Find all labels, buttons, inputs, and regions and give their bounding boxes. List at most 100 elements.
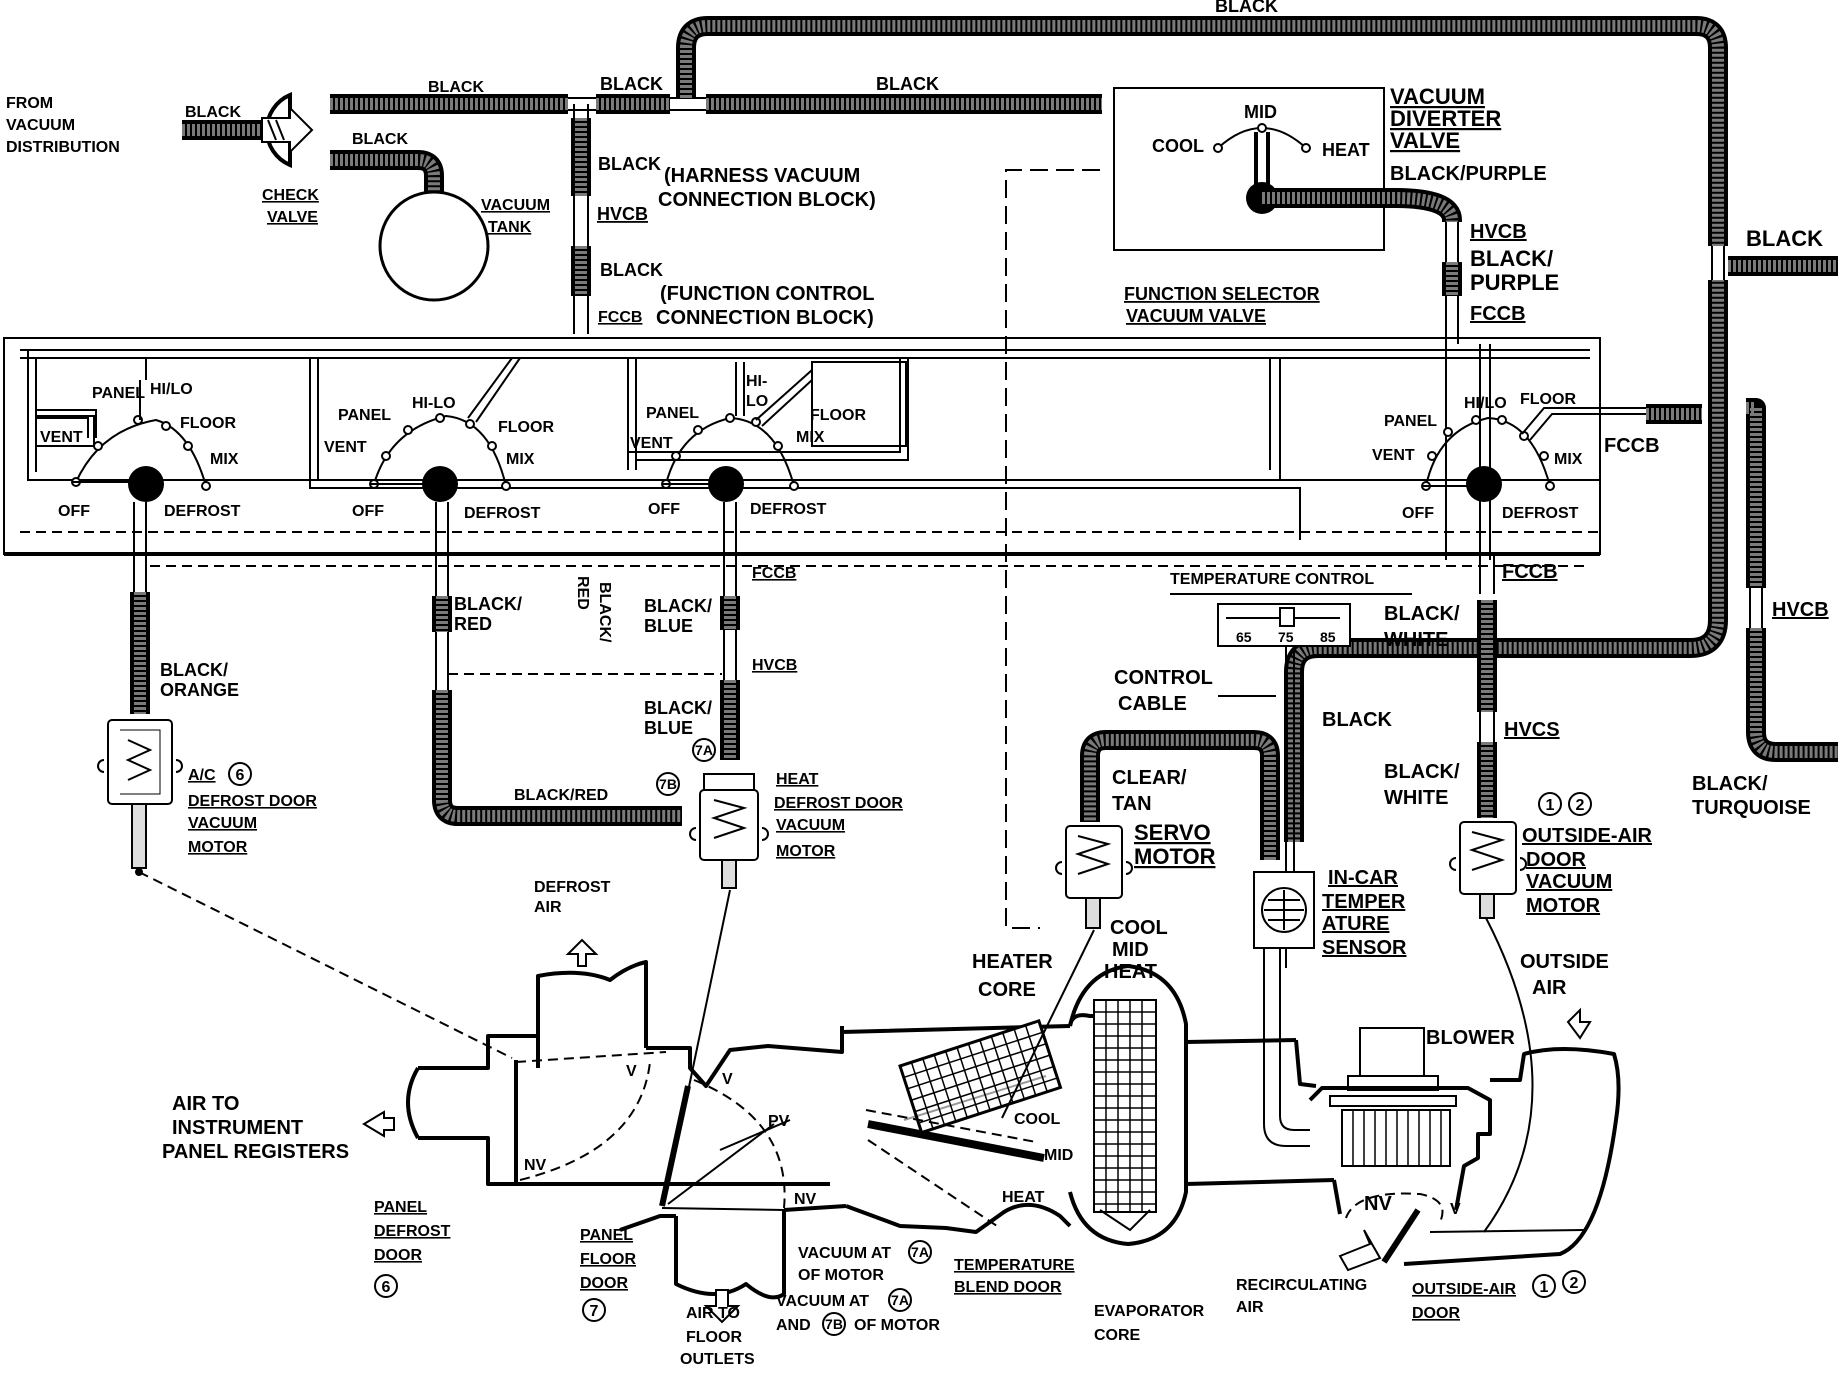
- sensor-tube-1: [1263, 948, 1310, 1147]
- door-nv-2: NV: [794, 1191, 817, 1208]
- sw1-vent: VENT: [40, 429, 83, 446]
- oa-door-num-2: 2: [1570, 1275, 1579, 1292]
- vac-7b-circle-b: [822, 1312, 846, 1336]
- hose-label-black-white-1: BLACK/: [1384, 603, 1460, 625]
- blower-label: BLOWER: [1426, 1027, 1515, 1049]
- distribution-label: DISTRIBUTION: [6, 139, 120, 156]
- door-v-2: V: [722, 1071, 733, 1088]
- oa-motor-num-circle-2: [1568, 792, 1592, 816]
- hose-label-black-red-h: BLACK/RED: [514, 787, 608, 804]
- port-7a: 7A: [695, 742, 713, 758]
- heat-motor-label-1: HEAT: [776, 771, 819, 788]
- door-v-1: V: [626, 1063, 637, 1080]
- selector-switch-3: [661, 361, 907, 502]
- sw3-mix: MIX: [796, 429, 825, 446]
- vac-7a-num: 7A: [911, 1244, 929, 1260]
- blend-door-2: BLEND DOOR: [954, 1279, 1062, 1296]
- blend-heat: HEAT: [1002, 1189, 1045, 1206]
- sw2-panel: PANEL: [338, 407, 391, 424]
- sw2-hilo: HI-LO: [412, 395, 456, 412]
- air-to-ip-1: AIR TO: [172, 1093, 239, 1115]
- selector-switch-4: [1421, 404, 1702, 502]
- ac-motor-label-1: A/C: [188, 767, 216, 784]
- sw4-hilo: HI/LO: [1464, 395, 1507, 412]
- oa-motor-label-3: VACUUM: [1526, 871, 1612, 893]
- recirc-2: AIR: [1236, 1299, 1264, 1316]
- hose-black-loop: [676, 16, 1728, 842]
- hose-label-black-1: BLACK: [428, 79, 484, 96]
- hose-label-black-purple-1: BLACK/: [1470, 246, 1553, 271]
- hose-black-top: [330, 94, 1102, 114]
- check-valve-label: CHECK: [262, 187, 319, 204]
- panel-defrost-1: PANEL: [374, 1199, 427, 1216]
- sw2-off: OFF: [352, 503, 384, 520]
- sw4-panel: PANEL: [1384, 413, 1437, 430]
- heater-core-2: CORE: [978, 979, 1036, 1001]
- panel-defrost-3: DOOR: [374, 1247, 422, 1264]
- sw2-mix: MIX: [506, 451, 535, 468]
- diverter-mid: MID: [1244, 102, 1277, 122]
- hose-label-black-source: BLACK: [185, 104, 241, 121]
- sensor-label-2: TEMPER: [1322, 891, 1406, 913]
- hose-label-black-temp: BLACK: [1322, 709, 1393, 731]
- oa-motor-label-4: MOTOR: [1526, 895, 1601, 917]
- ac-motor-num-circle: [228, 762, 252, 786]
- hose-label-clear-tan-1: CLEAR/: [1112, 767, 1187, 789]
- sensor-tube-2: [1279, 948, 1310, 1131]
- air-floor-1: AIR TO: [686, 1305, 740, 1322]
- sw1-defrost: DEFROST: [164, 503, 241, 520]
- panel-defrost-2: DEFROST: [374, 1223, 451, 1240]
- diverter-valve-box: [1113, 87, 1385, 251]
- diverter-label-3: VALVE: [1390, 128, 1460, 153]
- oa-motor-label-1: OUTSIDE-AIR: [1522, 825, 1653, 847]
- hose-label-black-loop: BLACK: [1215, 0, 1278, 16]
- oa-motor-num-1: 1: [1546, 797, 1555, 814]
- heater-core-1: HEATER: [972, 951, 1053, 973]
- hvcb-label-blue: HVCB: [752, 657, 797, 674]
- servo-label-2: MOTOR: [1134, 844, 1216, 869]
- panel-floor-num-circle: [582, 1298, 606, 1322]
- vac-7b-num-a: 7A: [891, 1292, 909, 1308]
- hose-label-black-blue-2: BLUE: [644, 616, 693, 636]
- oa-door-num-circle-2: [1562, 1270, 1586, 1294]
- sw4-floor: FLOOR: [1520, 391, 1576, 408]
- sw4-off: OFF: [1402, 505, 1434, 522]
- evap-core-2: CORE: [1094, 1327, 1141, 1344]
- hose-to-tank: [330, 150, 444, 192]
- defrost-air-2: AIR: [534, 899, 562, 916]
- blower-fins: [1352, 1110, 1442, 1166]
- vacuum-label: VACUUM: [6, 117, 75, 134]
- sw3-lo: LO: [746, 393, 768, 410]
- sensor-label-4: SENSOR: [1322, 937, 1407, 959]
- check-valve-label-2: VALVE: [267, 209, 318, 226]
- hose-black-white: [1477, 344, 1497, 818]
- evaporator-grid: [1094, 1000, 1156, 1212]
- hvcs-label: HVCS: [1504, 719, 1560, 741]
- air-to-ip-3: PANEL REGISTERS: [162, 1141, 349, 1163]
- sw1-hilo: HI/LO: [150, 381, 193, 398]
- diverter-cool: COOL: [1152, 136, 1204, 156]
- selector-label-1: FUNCTION SELECTOR: [1124, 284, 1320, 304]
- function-selector-panel: [3, 337, 1601, 555]
- hose-label-black-blue-1: BLACK/: [644, 596, 712, 616]
- door-nv-1: NV: [524, 1157, 547, 1174]
- hose-label-black-right: BLACK: [1746, 226, 1823, 251]
- panel-floor-3: DOOR: [580, 1275, 628, 1292]
- temp-control-label: TEMPERATURE CONTROL: [1170, 571, 1374, 588]
- sw2-defrost: DEFROST: [464, 505, 541, 522]
- servo-motor: [1055, 825, 1133, 929]
- vacuum-tank-label-2: TANK: [488, 219, 532, 236]
- sw3-vent: VENT: [630, 435, 673, 452]
- hose-black-purple: [1262, 188, 1462, 230]
- hose-label-black-white-3: BLACK/: [1384, 761, 1460, 783]
- hose-label-black-v2: BLACK: [600, 260, 663, 280]
- vac-7b-circle-a: [888, 1288, 912, 1312]
- hose-label-black-orange-1: BLACK/: [160, 660, 228, 680]
- control-cable-label-2: CABLE: [1118, 693, 1187, 715]
- harness-label-1: (HARNESS VACUUM: [664, 165, 860, 187]
- outside-air-2: AIR: [1532, 977, 1567, 999]
- ac-motor-label-4: MOTOR: [188, 839, 248, 856]
- selector-label-2: VACUUM VALVE: [1126, 306, 1266, 326]
